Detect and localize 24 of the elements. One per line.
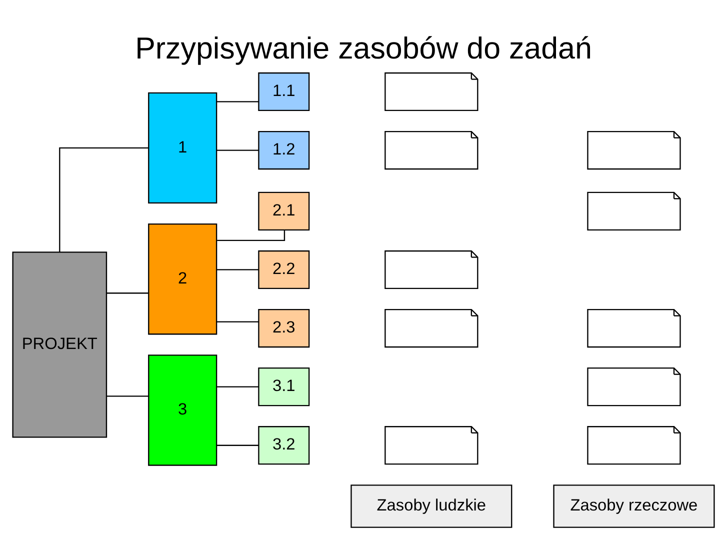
connector bbox=[216, 386, 259, 388]
connector bbox=[216, 444, 259, 446]
node-box: 3.2 bbox=[258, 426, 310, 465]
node-box: PROJEKT bbox=[12, 252, 108, 438]
connector bbox=[106, 396, 148, 397]
connector bbox=[216, 321, 259, 322]
connector bbox=[216, 150, 259, 151]
node-box: Zasoby rzeczowe bbox=[553, 484, 715, 528]
node-box: 1.2 bbox=[258, 130, 310, 170]
node-box: 2.2 bbox=[258, 250, 310, 290]
node-box: 2 bbox=[148, 223, 218, 335]
node-box: 1 bbox=[148, 92, 218, 204]
node-box: Zasoby ludzkie bbox=[350, 484, 512, 528]
node-box: 2.3 bbox=[258, 308, 310, 348]
node-box: 3.1 bbox=[258, 368, 310, 406]
node-box: 2.1 bbox=[258, 192, 310, 230]
node-box: 3 bbox=[148, 354, 218, 466]
connector bbox=[216, 101, 259, 102]
connector bbox=[216, 269, 259, 270]
connector bbox=[106, 292, 148, 294]
node-box: 1.1 bbox=[258, 72, 310, 112]
connector bbox=[59, 147, 148, 252]
connector bbox=[217, 230, 286, 242]
diagram-title: Przypisywanie zasobów do zadań bbox=[135, 32, 592, 66]
